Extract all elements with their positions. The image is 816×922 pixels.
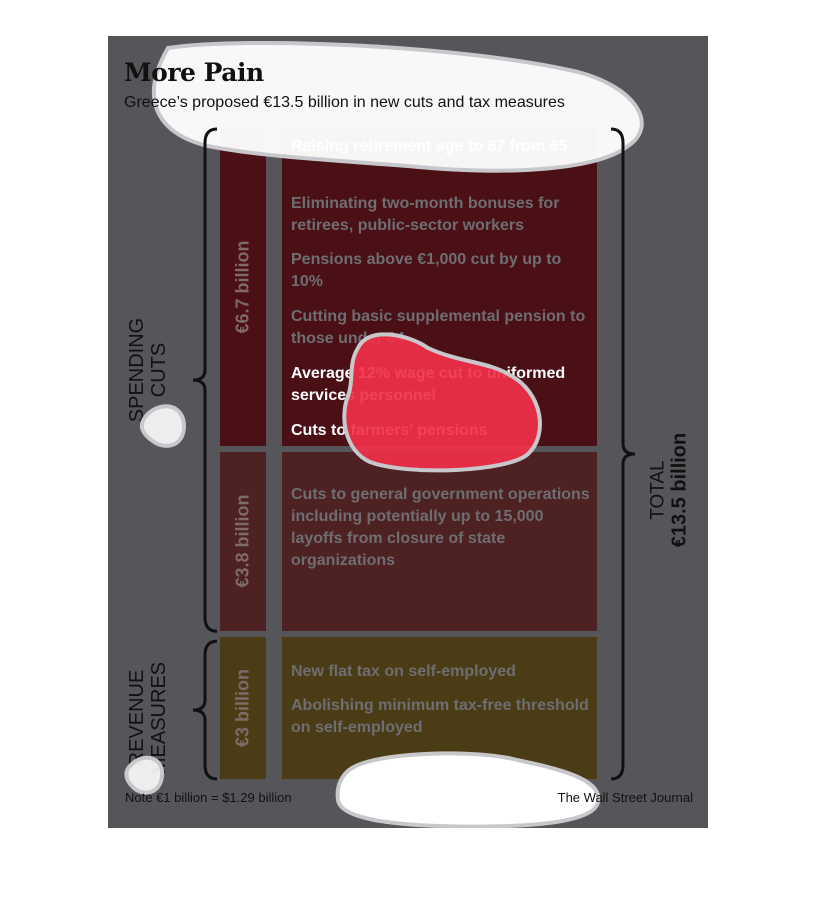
segment-body-bar bbox=[282, 451, 597, 632]
segment-amount-bar: €3 billion bbox=[220, 637, 266, 779]
highlight-left-blob bbox=[139, 404, 187, 448]
currency-note: Note €1 billion = $1.29 billion bbox=[125, 790, 292, 805]
highlight-header-blob bbox=[151, 40, 644, 173]
spending-brace bbox=[192, 127, 218, 633]
chart-overlay bbox=[124, 40, 644, 828]
chart-title: More Pain bbox=[124, 58, 264, 87]
chart-card: More Pain Greece’s proposed €13.5 billio… bbox=[108, 36, 708, 828]
segment-amount-bar: €6.7 billion bbox=[220, 129, 266, 446]
chart-plot: €6.7 billion€3.8 billion€3 billionRaisin… bbox=[108, 36, 708, 828]
highlight-left-blob bbox=[124, 755, 165, 795]
segment-item-text: Pensions above €1,000 cut by up to 10% bbox=[291, 251, 562, 290]
total-label: TOTAL €13.5 billion bbox=[648, 433, 691, 547]
segment-item-text: New flat tax on self-employed bbox=[291, 663, 516, 680]
segment-item-text: Cuts to general government operations in… bbox=[291, 486, 590, 569]
total-brace bbox=[610, 127, 636, 781]
chart-subtitle: Greece’s proposed €13.5 billion in new c… bbox=[124, 94, 565, 111]
highlight-bottom-blob bbox=[335, 751, 601, 828]
total-value: €13.5 billion bbox=[668, 432, 691, 548]
segment-amount-bar: €3.8 billion bbox=[220, 451, 266, 632]
highlight-red-blob bbox=[342, 332, 542, 473]
total-word: TOTAL bbox=[647, 460, 669, 520]
segment-item-text: Eliminating two-month bonuses for retire… bbox=[291, 195, 560, 234]
segment-item-text: Abolishing minimum tax-free threshold on… bbox=[291, 697, 589, 736]
revenue-brace bbox=[192, 639, 218, 781]
source-credit: The Wall Street Journal bbox=[557, 790, 693, 805]
